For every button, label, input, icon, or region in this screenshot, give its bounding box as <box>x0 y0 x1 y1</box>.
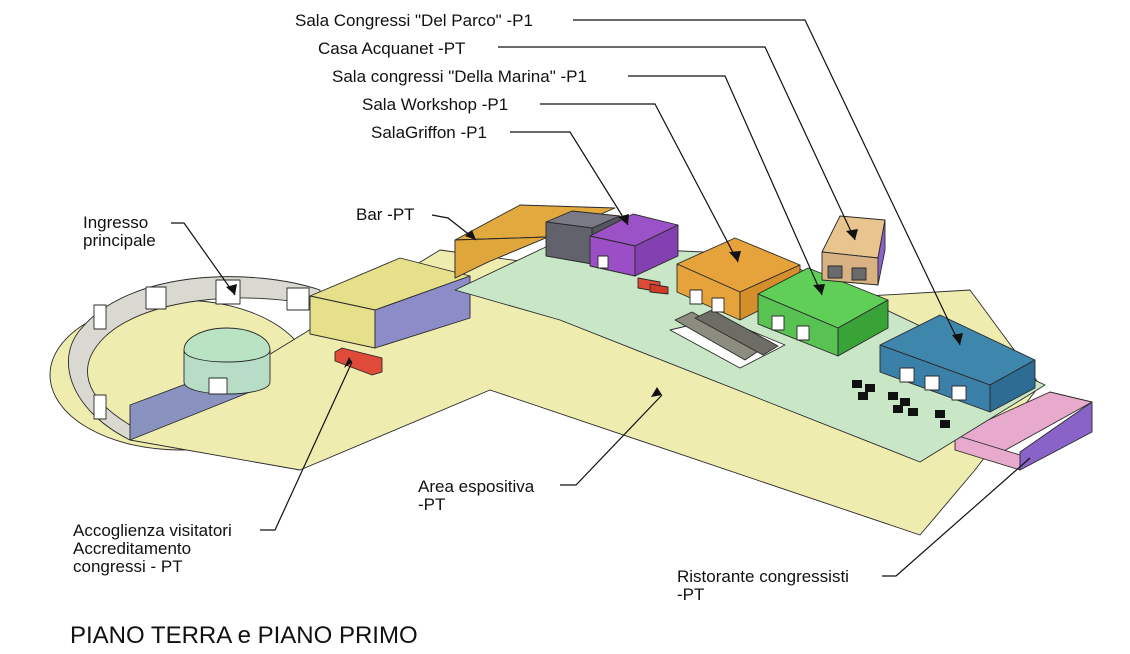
label-ristorante-line1: Ristorante congressisti <box>677 567 849 586</box>
chair <box>858 392 868 400</box>
furniture-cluster <box>852 380 950 428</box>
griffon-door <box>597 255 609 269</box>
labels: Sala Congressi "Del Parco" -P1 Casa Acqu… <box>70 11 849 649</box>
arrow-head <box>618 214 629 225</box>
chair <box>865 384 875 392</box>
arrow-head <box>729 251 741 262</box>
label-sala-griffon: SalaGriffon -P1 <box>371 123 487 142</box>
arrow-head <box>465 230 476 240</box>
label-accoglienza-line3: congressi - PT <box>73 557 183 576</box>
chair <box>935 410 945 418</box>
chair <box>888 392 898 400</box>
label-ristorante-line2: -PT <box>677 585 704 604</box>
arrow-head <box>226 284 237 295</box>
leader-accoglienza <box>260 361 353 531</box>
label-sala-workshop: Sala Workshop -P1 <box>362 95 508 114</box>
arrow-head <box>813 284 825 295</box>
marina-door <box>771 315 785 331</box>
diagram-title: PIANO TERRA e PIANO PRIMO <box>70 622 418 649</box>
label-area-espositiva-line1: Area espositiva <box>418 477 535 496</box>
acquanet-window <box>851 267 867 281</box>
label-accoglienza-line1: Accoglienza visitatori <box>73 521 232 540</box>
restaurant-side <box>1019 401 1093 471</box>
leader-griffon <box>510 131 629 226</box>
ring-window <box>145 286 167 310</box>
ring-window <box>93 304 107 330</box>
workshop-door <box>689 289 703 305</box>
parco-room-side <box>989 359 1036 413</box>
chair <box>940 420 950 428</box>
leader-parco <box>573 19 961 346</box>
parco-door <box>951 385 967 401</box>
parco-door <box>899 367 915 383</box>
label-accoglienza-line2: Accreditamento <box>73 539 191 558</box>
cylinder-door <box>208 377 228 395</box>
chair <box>900 398 910 406</box>
label-sala-della-marina: Sala congressi "Della Marina" -P1 <box>332 67 587 86</box>
escalator <box>694 309 779 356</box>
acquanet-window <box>827 265 843 279</box>
arrow-head <box>651 387 662 397</box>
chair <box>852 380 862 388</box>
label-casa-acquanet: Casa Acquanet -PT <box>318 39 465 58</box>
leader-area <box>560 394 663 486</box>
chair <box>908 408 918 416</box>
bar-room-side <box>454 236 549 279</box>
rooms <box>454 204 1036 413</box>
arrow-head <box>952 333 963 345</box>
reception-side <box>374 275 471 349</box>
marina-door <box>796 325 810 341</box>
leader-bar <box>431 214 477 241</box>
leader-ristorante <box>882 457 1031 577</box>
arrow-head <box>344 357 352 368</box>
reception-desk <box>334 347 383 376</box>
leader-marina <box>628 75 823 296</box>
label-ingresso-line2: principale <box>83 231 156 250</box>
leader-ingresso <box>171 222 236 296</box>
label-area-espositiva-line2: -PT <box>418 495 445 514</box>
leader-acquanet <box>498 46 856 241</box>
chair <box>893 405 903 413</box>
ring-window <box>93 394 107 420</box>
cylinder-room-side <box>183 349 271 395</box>
leader-workshop <box>540 103 739 263</box>
workshop-door <box>711 297 725 313</box>
red-block <box>649 283 669 295</box>
marina-room-side <box>837 299 889 357</box>
ring-window <box>215 279 241 305</box>
leader-lines <box>171 19 1031 577</box>
acquanet-room-side <box>877 219 886 286</box>
griffon-room-side <box>634 224 679 277</box>
arrow-head <box>846 229 858 240</box>
label-ingresso-line1: Ingresso <box>83 213 148 232</box>
parco-door <box>924 375 940 391</box>
label-bar: Bar -PT <box>356 205 415 224</box>
ring-window <box>286 287 310 311</box>
label-sala-del-parco: Sala Congressi "Del Parco" -P1 <box>295 11 533 30</box>
